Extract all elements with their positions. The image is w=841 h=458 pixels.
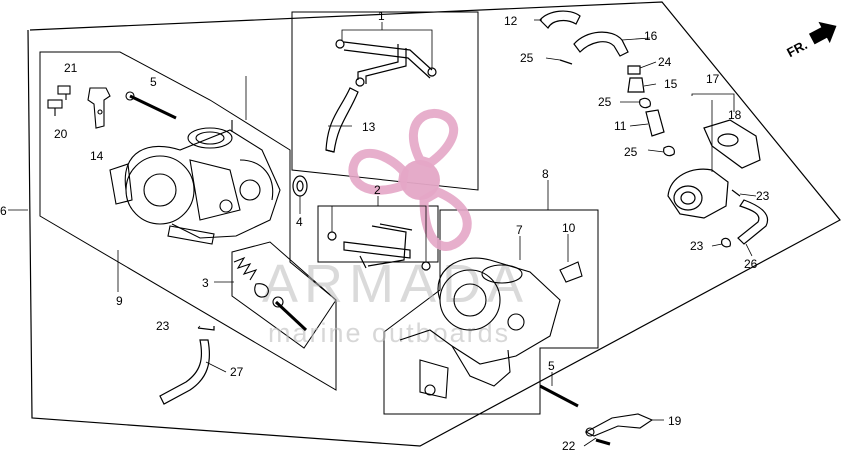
callout-23-left: 23 [156, 319, 170, 333]
propeller-logo-icon [348, 109, 472, 251]
callout-4: 4 [296, 215, 303, 229]
callout-9: 9 [116, 294, 123, 308]
callout-10: 10 [562, 221, 576, 235]
callout-18: 18 [728, 108, 742, 122]
front-indicator: FR. [784, 21, 837, 60]
callout-13: 13 [362, 120, 376, 134]
callout-26: 26 [744, 257, 758, 271]
tube-16-icon [573, 31, 629, 57]
callout-5-lower: 5 [548, 359, 555, 373]
callout-25-lower: 25 [624, 145, 638, 159]
callout-22: 22 [562, 439, 576, 453]
outer-frame [27, 1, 841, 447]
callout-1: 1 [378, 9, 385, 23]
callout-6: 6 [0, 204, 7, 218]
callout-24: 24 [658, 55, 672, 69]
upper-right-parts [539, 10, 675, 157]
callout-3: 3 [202, 276, 209, 290]
frame-tube-set-1 [291, 11, 479, 191]
tube-26-icon [737, 199, 769, 245]
frame-carburetor-8 [383, 209, 599, 415]
clip-23c-icon [721, 237, 731, 248]
tube-12-icon [539, 10, 581, 30]
carburetor-assembly-left [109, 120, 281, 245]
tube-11-icon [645, 109, 665, 137]
bracket-19-drawing [584, 413, 654, 446]
callout-20: 20 [54, 127, 68, 141]
callout-25-middle: 25 [598, 95, 612, 109]
intake-parts-right [667, 119, 769, 248]
watermark-logo: ARMADA marine outboards [262, 109, 529, 348]
callout-15: 15 [664, 77, 678, 91]
callout-16: 16 [644, 29, 658, 43]
fitting-15-icon [627, 77, 645, 93]
front-arrow-icon [808, 21, 837, 45]
callout-8: 8 [542, 167, 549, 181]
callout-12: 12 [504, 14, 518, 28]
callout-14: 14 [90, 149, 104, 163]
bracket-14-icon [87, 87, 111, 129]
screw-21-icon [57, 85, 71, 95]
leader-lines [8, 19, 757, 447]
clip-23b-icon [731, 189, 741, 197]
callout-19: 19 [668, 414, 682, 428]
front-indicator-label: FR. [784, 37, 810, 60]
watermark-brand: ARMADA [262, 254, 529, 314]
carburetor-right [399, 257, 583, 399]
callout-5-upper: 5 [150, 75, 157, 89]
watermark-tagline: marine outboards [268, 318, 510, 348]
cap-4-icon [292, 175, 308, 197]
clip-25b-icon [639, 97, 651, 109]
callout-21: 21 [64, 61, 78, 75]
spring-set-3-drawing [233, 256, 308, 332]
clip-25c-icon [663, 145, 675, 157]
callouts: 1 2 3 4 5 5 6 7 8 9 10 11 12 13 14 15 16… [0, 9, 770, 453]
frame-spring-set-3 [231, 241, 337, 349]
bracket-10-icon [559, 261, 583, 283]
callout-27: 27 [230, 365, 244, 379]
screw-20-icon [47, 99, 63, 109]
clip-25a-icon [559, 59, 573, 65]
insulator-18-icon [703, 119, 761, 169]
callout-2: 2 [374, 183, 381, 197]
screw-5-lower [539, 384, 579, 408]
callout-23-right-upper: 23 [756, 189, 770, 203]
callout-25-upper: 25 [520, 51, 534, 65]
frame-carburetor-assembly-9 [39, 51, 337, 391]
tube-set-2-drawing [327, 223, 431, 271]
intake-17-icon [667, 168, 729, 219]
clip-24-icon [627, 65, 641, 75]
callout-23-right-lower: 23 [690, 239, 704, 253]
tube-set-1-drawing [325, 39, 437, 153]
tube-27-drawing [159, 326, 215, 405]
callout-17: 17 [706, 72, 720, 86]
callout-11: 11 [614, 119, 627, 133]
callout-7: 7 [516, 223, 523, 237]
small-parts-left [47, 85, 177, 129]
